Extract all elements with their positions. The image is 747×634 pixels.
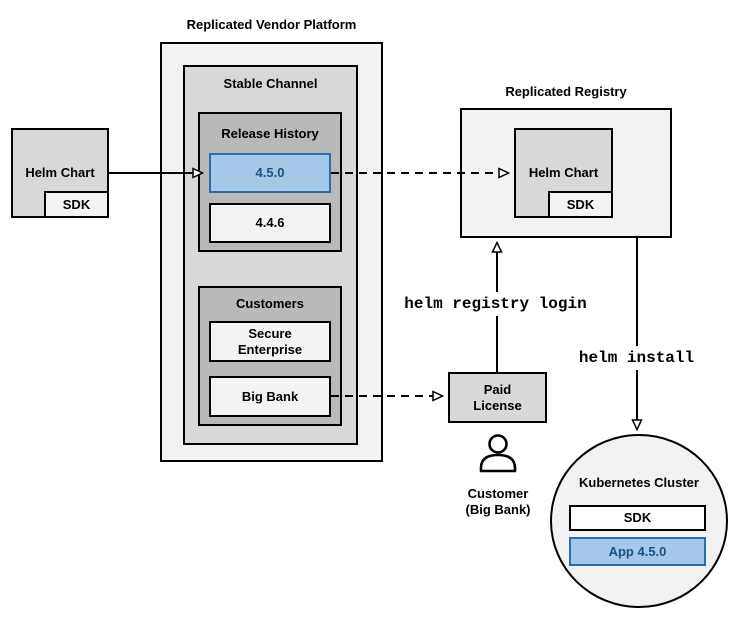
customer-secure-enterprise: Secure Enterprise (209, 321, 331, 362)
registry-title: Replicated Registry (505, 84, 627, 99)
customers-label: Customers (236, 296, 304, 311)
paid-license-box: Paid License (448, 372, 547, 423)
vendor-platform-title: Replicated Vendor Platform (186, 17, 357, 32)
release-history-label: Release History (221, 126, 319, 141)
registry-sdk-box: SDK (548, 191, 613, 218)
stable-channel-label: Stable Channel (223, 76, 318, 91)
kubernetes-cluster-title: Kubernetes Cluster (579, 475, 699, 490)
person-icon (479, 434, 517, 473)
kubernetes-app-box: App 4.5.0 (569, 537, 706, 566)
customer-caption: Customer (Big Bank) (465, 486, 531, 517)
release-version-450: 4.5.0 (209, 153, 331, 193)
command-helm-install: helm install (554, 346, 719, 370)
command-helm-registry-login: helm registry login (393, 292, 598, 316)
kubernetes-sdk-box: SDK (569, 505, 706, 531)
helm-chart-source-sdk-box: SDK (44, 191, 109, 218)
customer-big-bank: Big Bank (209, 376, 331, 417)
release-version-446: 4.4.6 (209, 203, 331, 243)
